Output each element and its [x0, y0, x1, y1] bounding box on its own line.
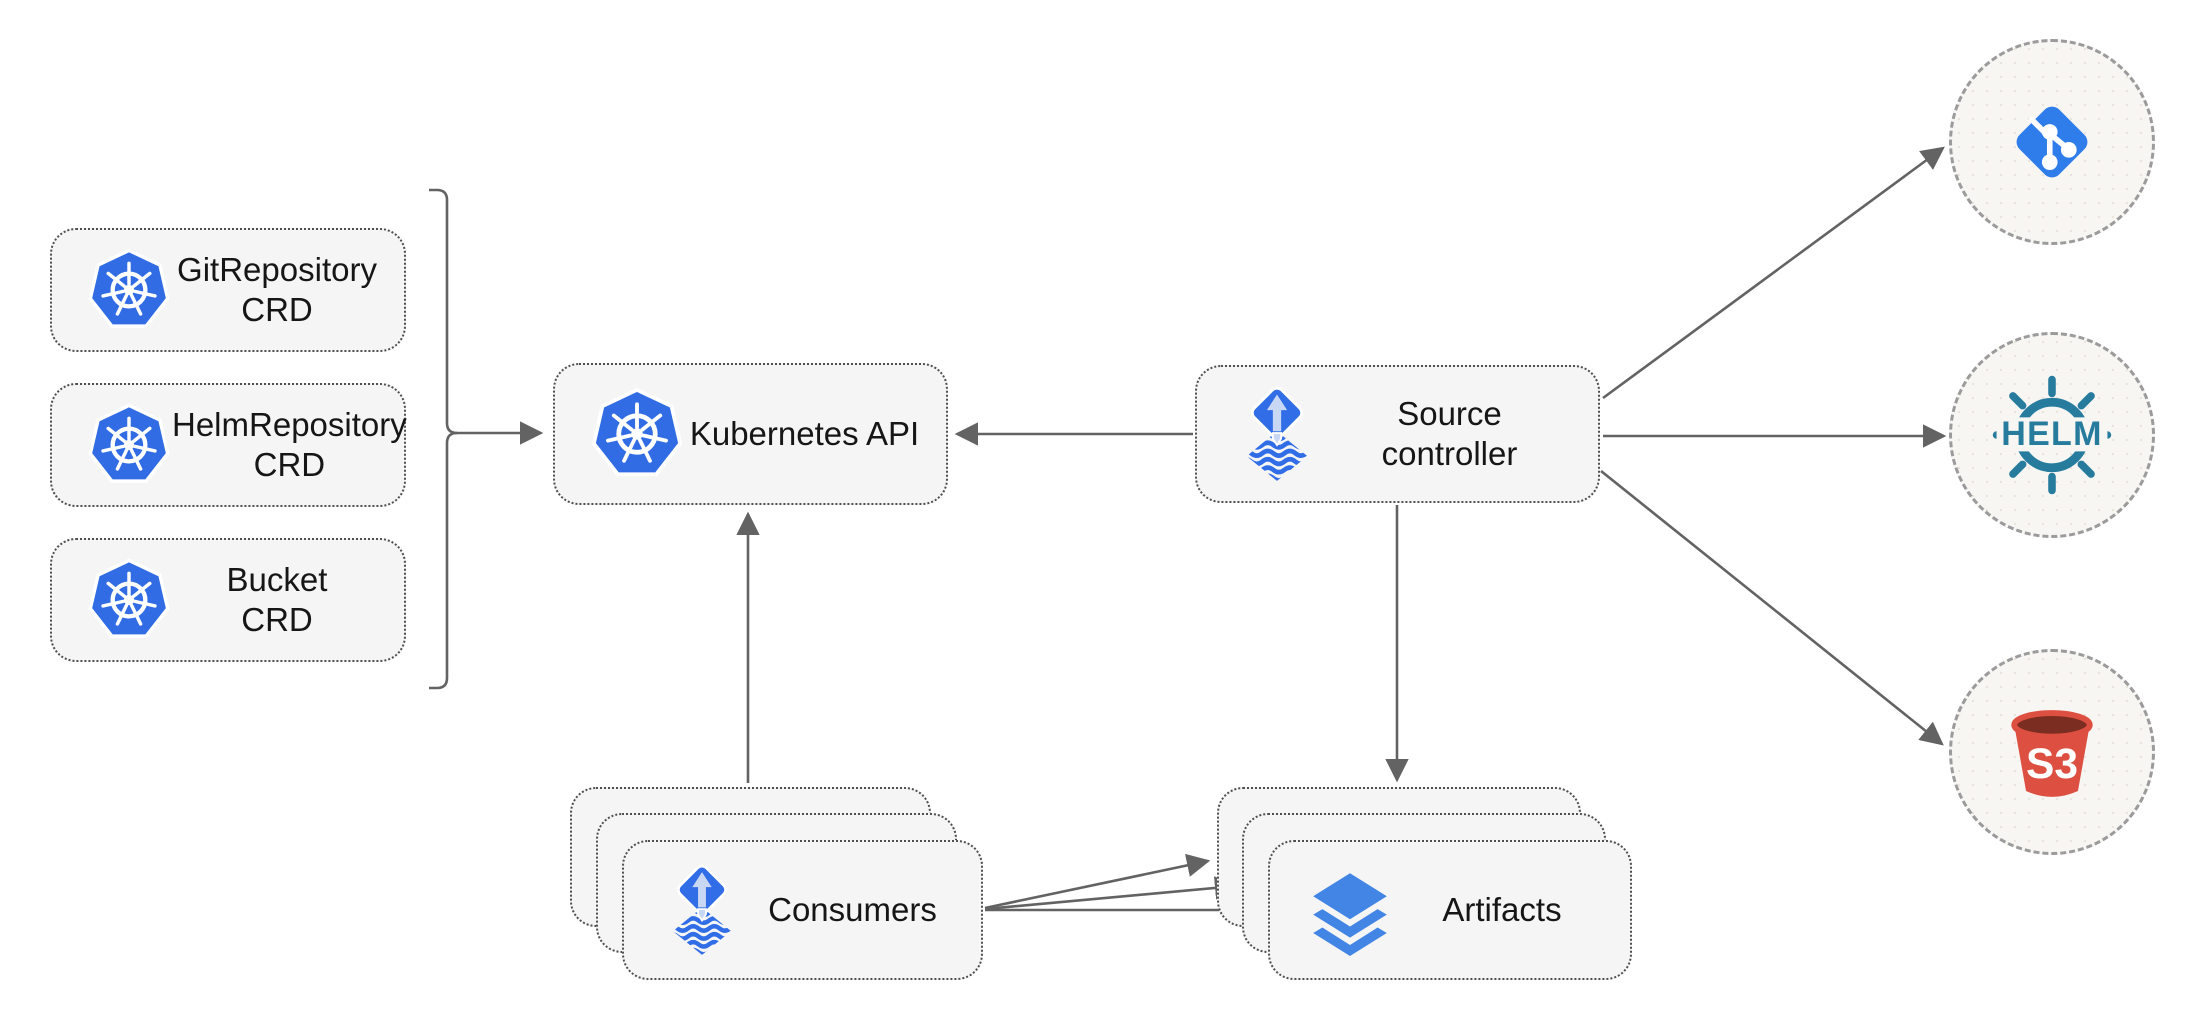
node-source-controller: Source controller: [1195, 365, 1600, 503]
s3-bucket-icon: S3: [2011, 710, 2093, 797]
kubernetes-icon: [591, 387, 683, 477]
helm-label: HELM: [2001, 415, 2102, 453]
node-kubernetes-api: Kubernetes API: [553, 363, 948, 505]
flux-icon: [672, 864, 732, 955]
git-icon: [2016, 106, 2088, 178]
node-helm-repository: HELM: [1949, 332, 2155, 538]
node-consumers: Consumers: [622, 840, 983, 980]
kubernetes-icon: [88, 248, 170, 328]
gitrepository-crd-label: GitRepository CRD: [177, 251, 377, 328]
edge-consumers-to-artifacts-mid: [984, 876, 1239, 911]
edge-source-to-git: [1602, 146, 1945, 400]
flux-icon: [1246, 386, 1308, 481]
consumers-label: Consumers: [768, 891, 937, 928]
kubernetes-api-label: Kubernetes API: [689, 415, 920, 452]
kubernetes-icon: [88, 403, 170, 483]
node-gitrepository-crd: GitRepository CRD: [50, 228, 406, 352]
edge-source-to-s3: [1600, 469, 1944, 746]
node-bucket-crd: Bucket CRD: [50, 538, 406, 662]
node-artifacts: Artifacts: [1268, 840, 1632, 980]
node-s3-bucket: S3: [1949, 649, 2155, 855]
crd-bracket: [429, 188, 458, 690]
bucket-crd-label: Bucket CRD: [226, 561, 328, 638]
layers-icon: [1313, 873, 1387, 956]
kubernetes-icon: [88, 558, 170, 638]
s3-label: S3: [2026, 741, 2078, 788]
helm-icon: HELM: [1992, 375, 2112, 495]
node-git-remote: [1949, 39, 2155, 245]
node-helmrepository-crd: HelmRepository CRD: [50, 383, 407, 507]
artifacts-label: Artifacts: [1442, 891, 1562, 928]
source-controller-label: Source controller: [1381, 395, 1518, 472]
helmrepository-crd-label: HelmRepository CRD: [172, 406, 407, 483]
edge-consumers-to-artifacts-back: [984, 853, 1211, 910]
